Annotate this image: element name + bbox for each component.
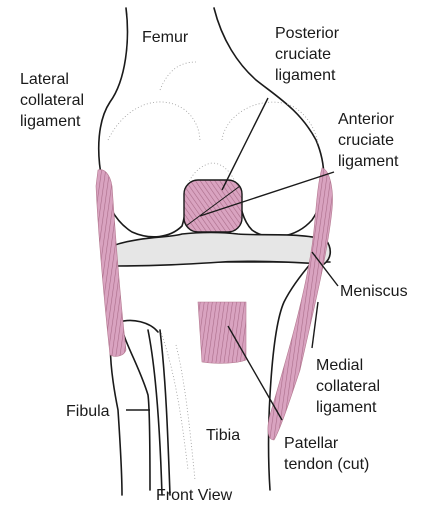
meniscus: [109, 233, 330, 267]
label-tibia: Tibia: [206, 427, 240, 444]
label-anterior-cruciate: Anterior cruciate ligament: [338, 111, 399, 170]
label-medial-collateral: Medial collateral ligament: [316, 357, 384, 416]
patellar-tendon: [198, 302, 246, 363]
label-fibula: Fibula: [66, 403, 110, 420]
label-posterior-cruciate: Posterior cruciate ligament: [275, 25, 343, 84]
label-front-view: Front View: [156, 487, 233, 504]
label-patellar-tendon: Patellar tendon (cut): [284, 435, 369, 473]
label-femur: Femur: [142, 29, 189, 46]
label-lateral-collateral: Lateral collateral ligament: [20, 71, 88, 130]
label-meniscus: Meniscus: [340, 283, 408, 300]
